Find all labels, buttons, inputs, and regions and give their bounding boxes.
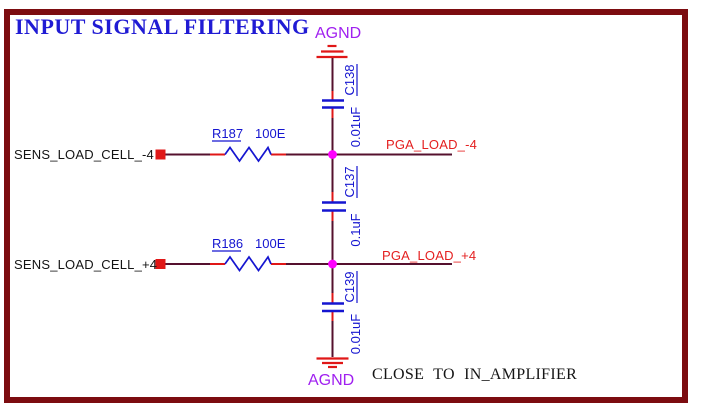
c139-refdes[interactable]: C139 bbox=[342, 271, 357, 302]
page-title: INPUT SIGNAL FILTERING bbox=[15, 14, 310, 39]
c139-value[interactable]: 0.01uF bbox=[348, 314, 363, 355]
c138-refdes[interactable]: C138 bbox=[342, 64, 357, 95]
r186-value[interactable]: 100E bbox=[255, 236, 286, 251]
net-label-pga-load-minus4[interactable]: PGA_LOAD_-4 bbox=[386, 137, 477, 152]
net-label-sens-load-cell-plus4[interactable]: SENS_LOAD_CELL_+4 bbox=[14, 257, 157, 272]
capacitor-c139[interactable] bbox=[322, 302, 344, 313]
c137-value[interactable]: 0.1uF bbox=[348, 213, 363, 246]
placement-note: CLOSE TO IN_AMPLIFIER bbox=[372, 366, 577, 383]
junction-dot bbox=[328, 259, 337, 269]
net-wires bbox=[165, 57, 452, 357]
agnd-bottom-label[interactable]: AGND bbox=[308, 372, 354, 389]
r187-refdes[interactable]: R187 bbox=[212, 126, 243, 141]
terminal-sens-plus4[interactable] bbox=[155, 259, 166, 269]
capacitor-c138[interactable] bbox=[322, 99, 344, 109]
net-label-sens-load-cell-minus4[interactable]: SENS_LOAD_CELL_-4 bbox=[14, 147, 154, 162]
page-border bbox=[4, 9, 688, 403]
r187-value[interactable]: 100E bbox=[255, 126, 286, 141]
terminal-sens-minus4[interactable] bbox=[155, 149, 166, 160]
capacitor-c137[interactable] bbox=[322, 201, 346, 212]
resistor-r186[interactable] bbox=[224, 255, 272, 272]
r186-refdes[interactable]: R186 bbox=[212, 236, 243, 251]
resistor-r187[interactable] bbox=[224, 145, 272, 163]
component-pins bbox=[210, 91, 334, 321]
c138-value[interactable]: 0.01uF bbox=[348, 107, 363, 148]
agnd-symbol-top[interactable] bbox=[316, 44, 348, 59]
agnd-top-label[interactable]: AGND bbox=[315, 25, 361, 42]
junction-dot bbox=[328, 150, 337, 159]
net-label-pga-load-plus4[interactable]: PGA_LOAD_+4 bbox=[382, 248, 476, 263]
c137-refdes[interactable]: C137 bbox=[342, 166, 357, 197]
agnd-symbol-bottom[interactable] bbox=[316, 357, 349, 369]
